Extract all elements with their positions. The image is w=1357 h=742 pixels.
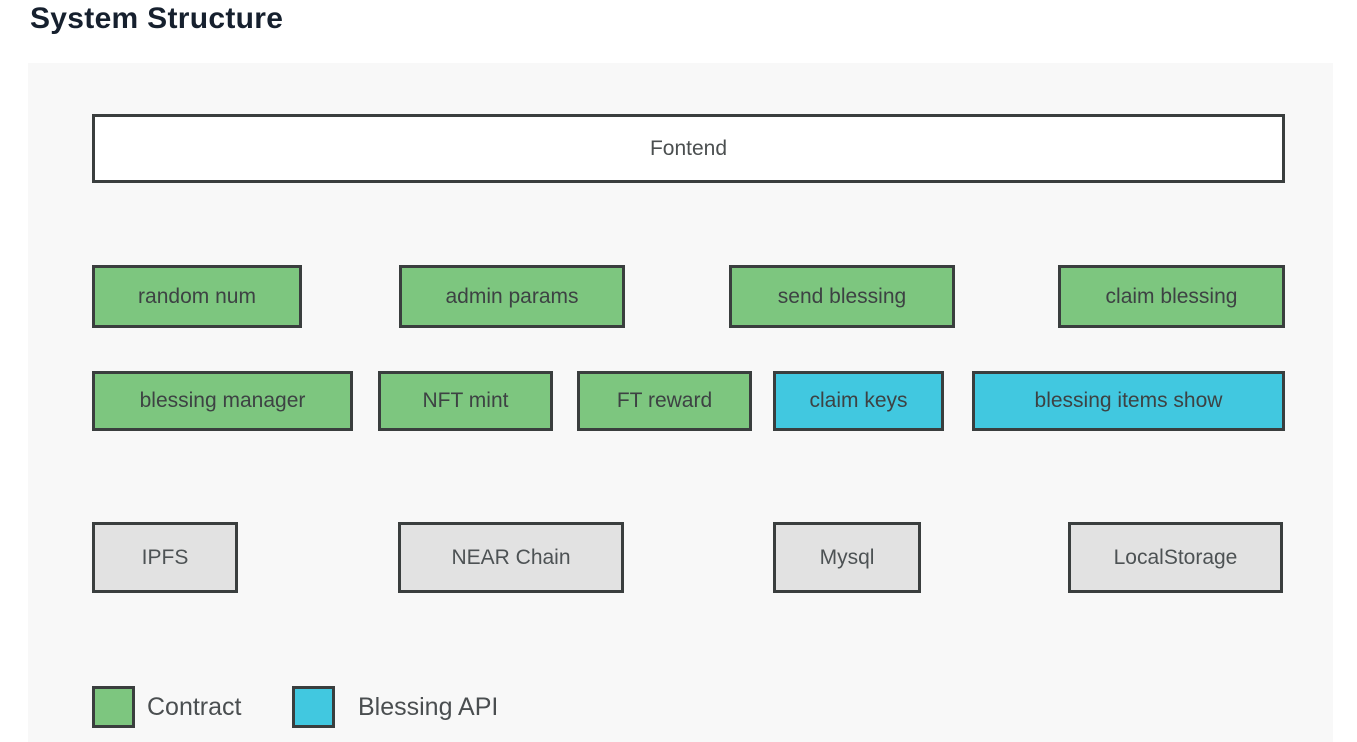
box-localstorage: LocalStorage	[1068, 522, 1283, 593]
box-claim-keys: claim keys	[773, 371, 944, 431]
box-nft-mint: NFT mint	[378, 371, 553, 431]
box-send-blessing: send blessing	[729, 265, 955, 328]
page-title: System Structure	[30, 2, 284, 35]
box-ft-reward: FT reward	[577, 371, 752, 431]
box-blessing-items-show: blessing items show	[972, 371, 1285, 431]
legend-swatch-blessing-api	[292, 686, 335, 728]
legend-label-blessing-api: Blessing API	[358, 693, 499, 721]
box-mysql: Mysql	[773, 522, 921, 593]
box-blessing-manager: blessing manager	[92, 371, 353, 431]
box-claim-blessing: claim blessing	[1058, 265, 1285, 328]
box-near-chain: NEAR Chain	[398, 522, 624, 593]
box-frontend: Fontend	[92, 114, 1285, 183]
diagram-panel: Fontend random num admin params send ble…	[28, 63, 1333, 742]
box-random-num: random num	[92, 265, 302, 328]
box-ipfs: IPFS	[92, 522, 238, 593]
legend-label-contract: Contract	[147, 693, 242, 721]
box-admin-params: admin params	[399, 265, 625, 328]
legend-swatch-contract	[92, 686, 135, 728]
